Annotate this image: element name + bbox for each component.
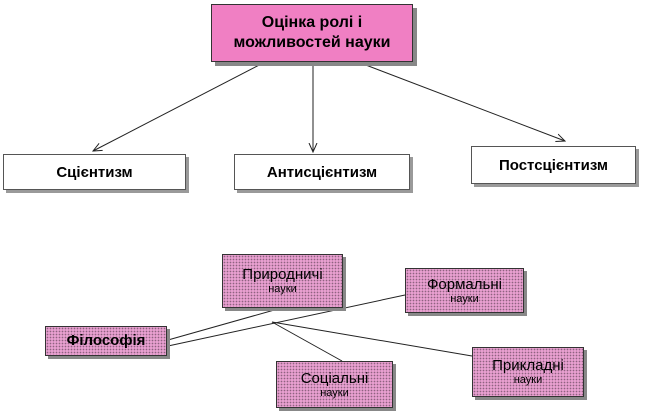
box-philosophy: Філософія (45, 326, 167, 356)
natural-line2: науки (268, 283, 297, 296)
applied-line1: Прикладні (492, 357, 564, 375)
postscientism-label: Постсцієнтизм (498, 156, 609, 174)
link-hub-social (271, 321, 343, 362)
top-box-line1: Оцінка ролі і (261, 14, 363, 31)
link-philosophy-formal (167, 294, 406, 347)
formal-line2: науки (450, 292, 479, 305)
link-philosophy-natural (167, 304, 293, 341)
box-postscientism: Постсцієнтизм (471, 146, 636, 184)
social-line1: Соціальні (300, 369, 369, 387)
antiscientism-label: Антисцієнтизм (266, 163, 378, 181)
applied-line2: науки (513, 374, 543, 387)
arrow-to-scientism (93, 61, 266, 151)
philosophy-label: Філософія (66, 332, 146, 350)
link-hub-applied (271, 321, 473, 357)
box-social-sciences: Соціальні науки (276, 361, 393, 408)
box-applied-sciences: Прикладні науки (472, 347, 584, 397)
box-antiscientism: Антисцієнтизм (234, 154, 410, 190)
social-line2: науки (320, 386, 349, 399)
box-natural-sciences: Природничі науки (222, 254, 343, 308)
natural-line1: Природничі (242, 266, 323, 284)
scientism-label: Сцієнтизм (56, 163, 133, 181)
box-scientism: Сцієнтизм (3, 154, 186, 190)
box-formal-sciences: Формальні науки (405, 268, 524, 313)
top-box-science-role: Оцінка ролі і можливостей науки (211, 4, 413, 62)
arrow-to-postscientism (357, 61, 565, 141)
top-box-line2: можливостей науки (233, 34, 391, 51)
formal-line1: Формальні (427, 275, 502, 293)
